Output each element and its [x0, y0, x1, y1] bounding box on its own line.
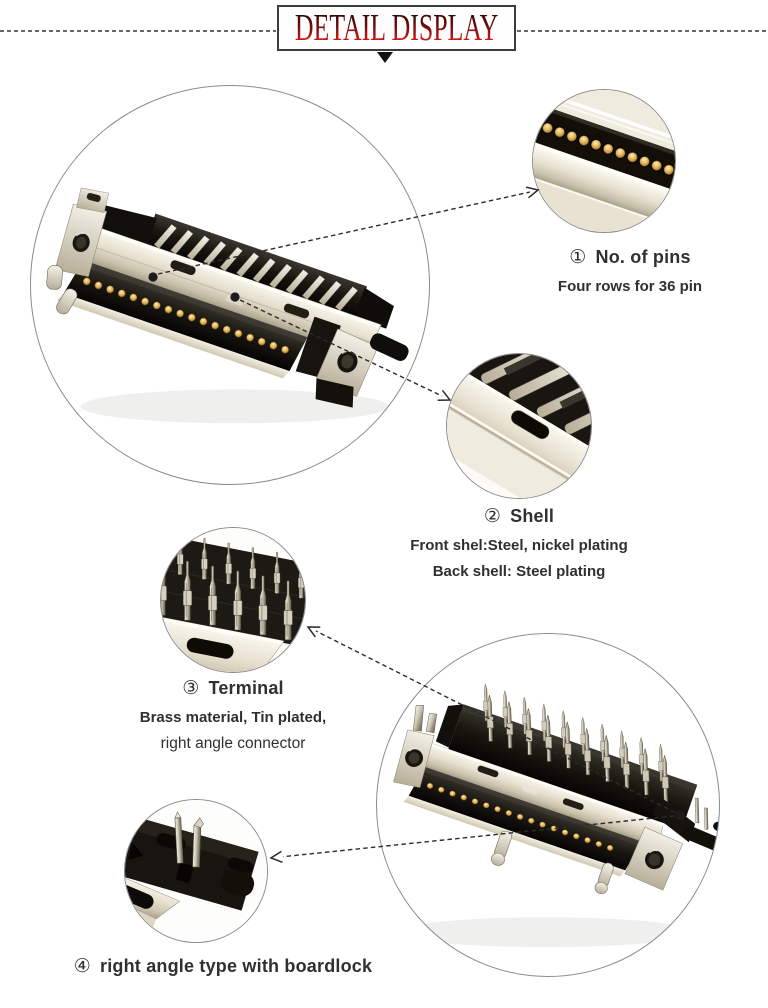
boardlock-detail-photo	[124, 799, 268, 943]
callout-label-boardlock: ④ right angle type with boardlock	[43, 955, 403, 978]
callout-shell-title-text: Shell	[510, 506, 555, 526]
callout-terminal-sub-1: Brass material, Tin plated,	[139, 709, 327, 726]
terminal-detail-illustration	[161, 528, 305, 672]
circled-number-4: ④	[73, 956, 91, 977]
callout-pins-title-text: No. of pins	[595, 247, 691, 267]
pins-detail-photo	[532, 89, 676, 233]
callout-shell-title: ② Shell	[383, 505, 655, 528]
connector-illustration-bottom	[393, 683, 719, 948]
main-product-photo	[30, 85, 430, 485]
page-title: DETAIL DISPLAY	[277, 5, 516, 51]
circled-number-2: ②	[483, 506, 502, 527]
callout-shell-sub-1: Front shel:Steel, nickel plating	[410, 537, 628, 554]
page-title-text: DETAIL DISPLAY	[294, 7, 499, 49]
connector-illustration-top	[46, 187, 409, 424]
callout-pins-title: ① No. of pins	[505, 246, 755, 269]
callout-boardlock-title: ④ right angle type with boardlock	[43, 955, 403, 978]
pins-detail-illustration	[533, 90, 675, 232]
callout-shell-sub-2: Back shell: Steel plating	[432, 563, 606, 580]
bottom-product-photo	[376, 633, 720, 977]
callout-boardlock-title-text: right angle type with boardlock	[100, 956, 373, 976]
shell-detail-illustration	[447, 354, 591, 498]
callout-terminal-sub-2: right angle connector	[160, 735, 306, 752]
callout-pins-sub: Four rows for 36 pin	[557, 278, 703, 295]
callout-terminal-title-text: Terminal	[208, 678, 284, 698]
callout-label-terminal: ③ Terminal Brass material, Tin plated, ri…	[105, 677, 361, 753]
callout-terminal-title: ③ Terminal	[105, 677, 361, 700]
down-arrow-icon	[377, 52, 393, 63]
circled-number-3: ③	[182, 678, 200, 699]
callout-label-pins: ① No. of pins Four rows for 36 pin	[505, 246, 755, 295]
boardlock-detail-illustration	[125, 800, 267, 942]
terminal-detail-photo	[160, 527, 306, 673]
circled-number-1: ①	[569, 247, 587, 268]
shell-detail-photo	[446, 353, 592, 499]
